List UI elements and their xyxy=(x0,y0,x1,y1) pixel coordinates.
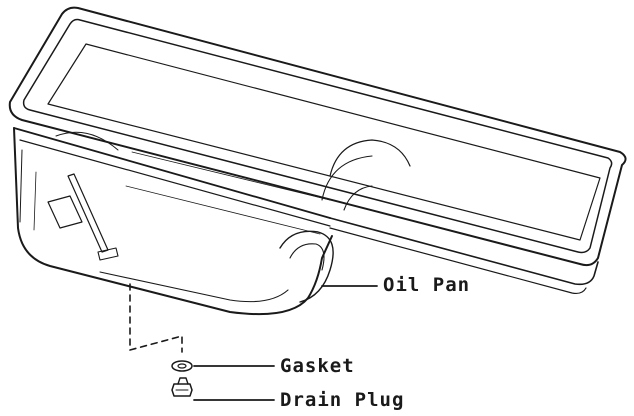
pan-inner-rim xyxy=(47,43,601,241)
deep-well-front xyxy=(343,185,373,211)
deep-well-edge xyxy=(329,139,411,177)
sump-curve-outer xyxy=(279,230,334,303)
inner-contour-1 xyxy=(55,131,119,151)
dipstick-base xyxy=(97,247,119,261)
drain-plug-label: Drain Plug xyxy=(280,389,405,411)
deep-well-side xyxy=(321,155,373,201)
inner-contour-2 xyxy=(19,149,23,223)
gasket-label: Gasket xyxy=(280,355,355,377)
pan-lower-lip-outer xyxy=(13,127,331,219)
sump-curve-inner xyxy=(289,243,325,271)
pan-body-outline xyxy=(13,127,333,316)
inner-back-line xyxy=(131,151,331,201)
dipstick-tube xyxy=(67,173,109,253)
pan-lower-lip-right xyxy=(329,217,599,286)
inner-contour-3 xyxy=(33,171,37,231)
pan-flange-outer xyxy=(8,6,627,267)
drain-assembly-dashed-line xyxy=(129,283,183,353)
gasket-part xyxy=(171,360,193,372)
pan-lower-lip-right-inner xyxy=(329,227,587,295)
oil-pan-label: Oil Pan xyxy=(383,274,471,296)
pan-body-base xyxy=(99,271,289,303)
inner-floor-line xyxy=(125,185,321,235)
pan-lower-lip-inner xyxy=(19,139,331,227)
dipstick-bracket xyxy=(47,195,83,229)
drain-plug-part xyxy=(171,377,193,397)
pan-flange-inner xyxy=(22,18,613,254)
